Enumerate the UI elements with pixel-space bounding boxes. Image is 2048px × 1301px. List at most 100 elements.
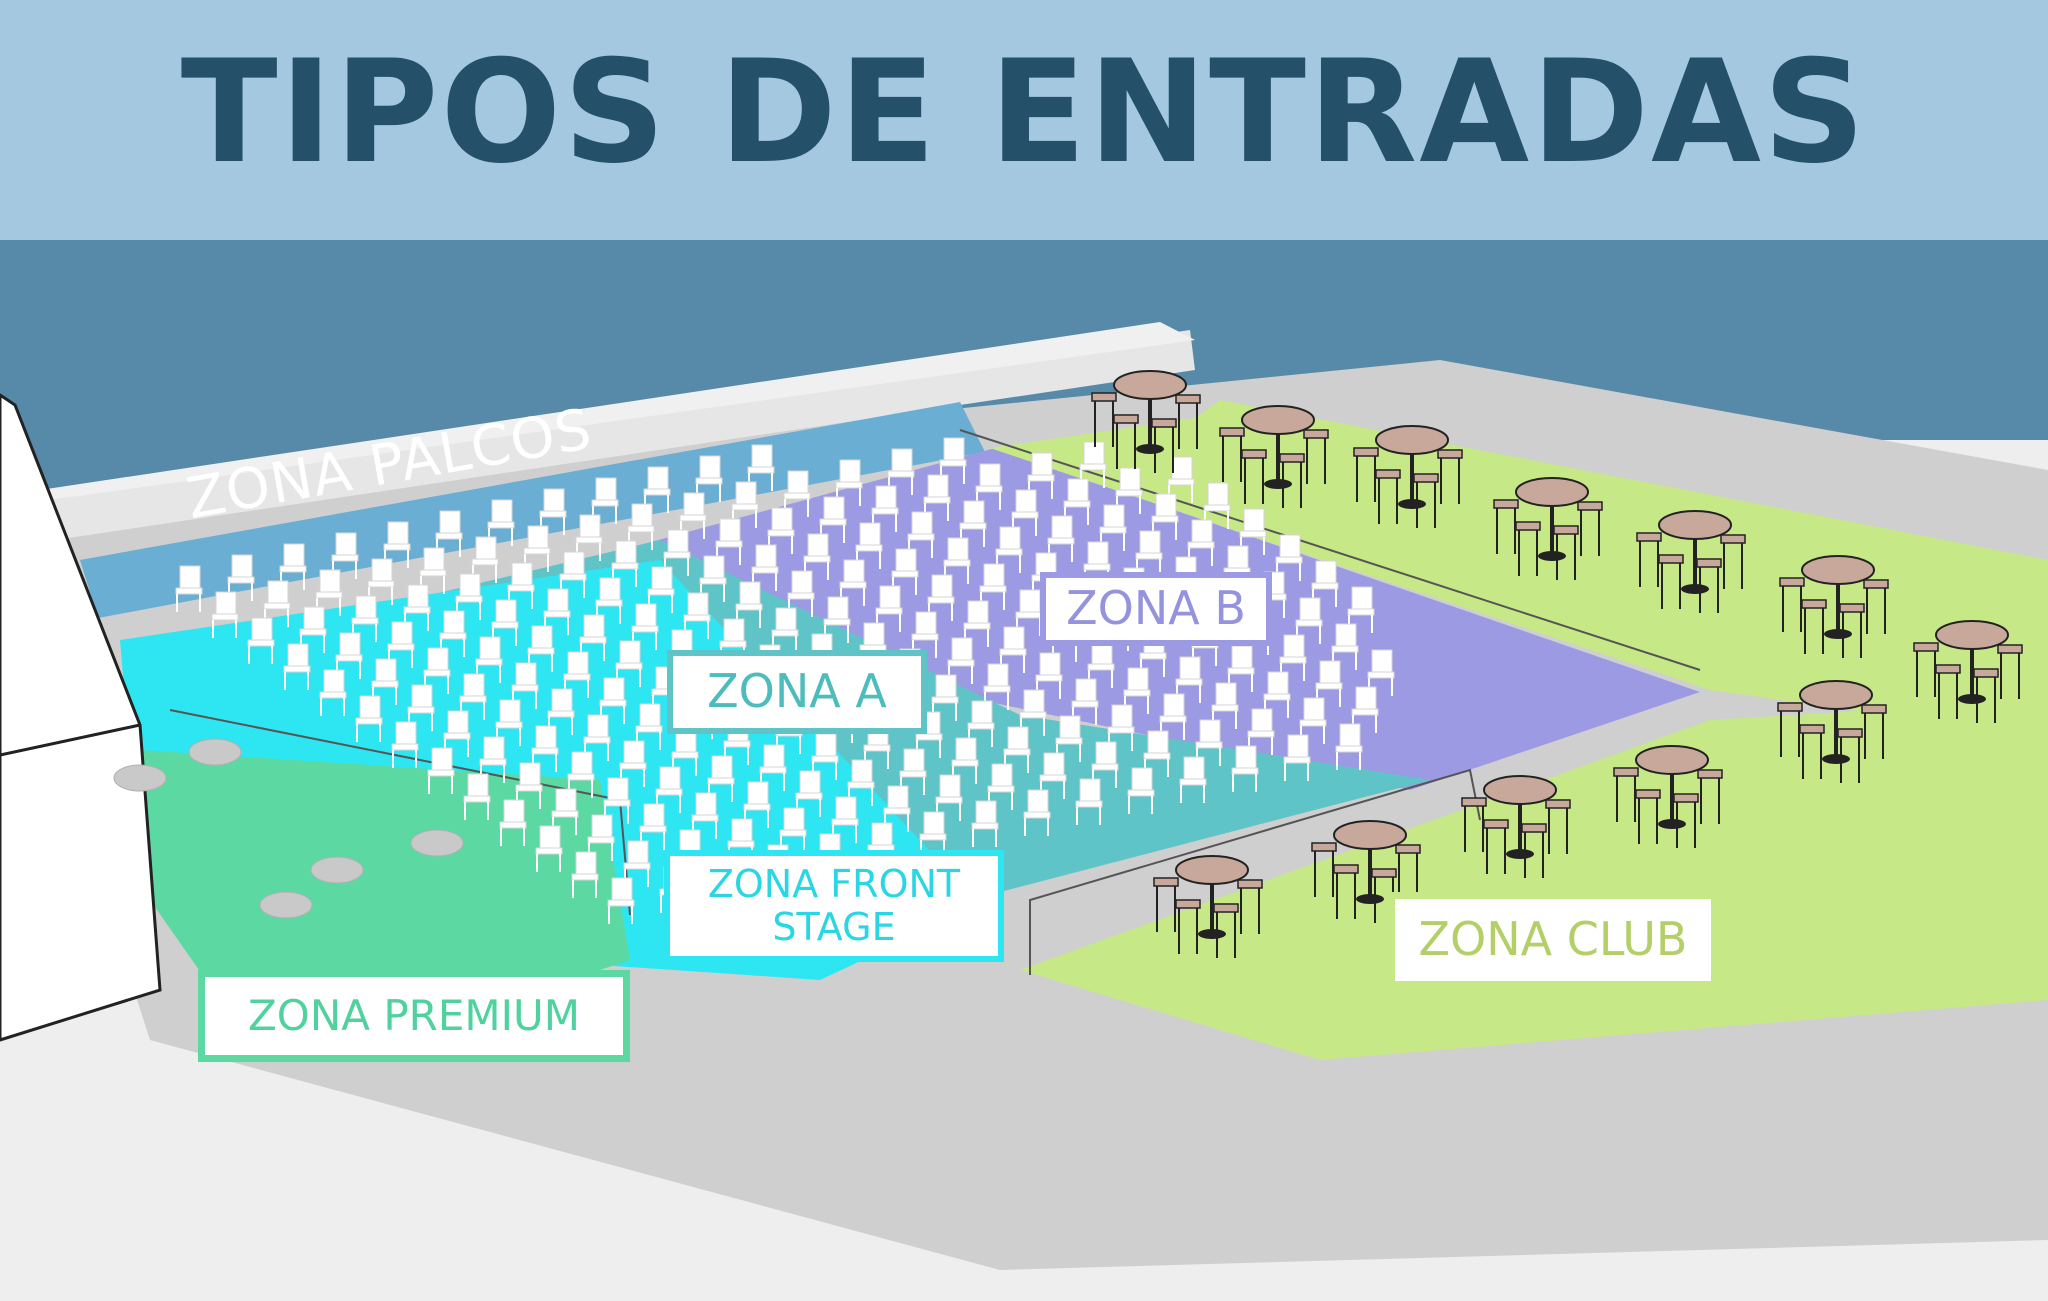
- high-table-icon: [1636, 510, 1746, 613]
- chair-icon: [419, 547, 447, 594]
- zone-premium-label[interactable]: ZONA PREMIUM: [198, 970, 630, 1062]
- chair-icon: [567, 751, 595, 798]
- chair-icon: [691, 792, 719, 839]
- chair-icon: [463, 773, 491, 820]
- bar-stool-icon: [1303, 429, 1329, 484]
- chair-icon: [1039, 752, 1067, 799]
- chair-icon: [607, 877, 635, 924]
- bar-stool-icon: [1861, 704, 1887, 759]
- chair-icon: [927, 574, 955, 621]
- chair-icon: [1035, 652, 1063, 699]
- chair-icon: [355, 695, 383, 742]
- chair-icon: [911, 611, 939, 658]
- chair-icon: [743, 781, 771, 828]
- chair-icon: [283, 643, 311, 690]
- bar-stool-icon: [1799, 724, 1825, 779]
- bar-stool-icon: [1521, 823, 1547, 878]
- chair-icon: [455, 573, 483, 620]
- chair-icon: [211, 591, 239, 638]
- bar-stool-icon: [1175, 394, 1201, 449]
- chair-icon: [619, 740, 647, 787]
- chair-icon: [535, 825, 563, 872]
- chair-icon: [1279, 634, 1307, 681]
- bar-stool-icon: [1493, 499, 1519, 554]
- chair-icon: [563, 651, 591, 698]
- chair-icon: [507, 562, 535, 609]
- zone-b-label[interactable]: ZONA B: [1040, 572, 1272, 646]
- bar-stool-icon: [1375, 469, 1401, 524]
- high-table-icon: [1913, 620, 2023, 723]
- chair-icon: [1107, 704, 1135, 751]
- chair-icon: [1023, 789, 1051, 836]
- chair-icon: [387, 621, 415, 668]
- chair-icon: [403, 584, 431, 631]
- bar-stool-icon: [1553, 525, 1579, 580]
- bar-stool-icon: [1673, 793, 1699, 848]
- bar-stool-icon: [1935, 664, 1961, 719]
- bar-stool-icon: [1241, 449, 1267, 504]
- header-banner: TIPOS DE ENTRADAS: [0, 0, 2048, 240]
- bar-stool-icon: [1311, 842, 1337, 897]
- chair-icon: [391, 721, 419, 768]
- chair-icon: [599, 677, 627, 724]
- zone-club-label[interactable]: ZONA CLUB: [1388, 892, 1718, 988]
- bar-stool-icon: [1636, 532, 1662, 587]
- high-table-icon: [1153, 855, 1263, 958]
- chair-icon: [679, 492, 707, 539]
- chair-icon: [1347, 586, 1375, 633]
- bar-stool-icon: [1279, 453, 1305, 508]
- chair-icon: [883, 785, 911, 832]
- chair-icon: [951, 737, 979, 784]
- chair-icon: [1211, 682, 1239, 729]
- bar-stool-icon: [1973, 668, 1999, 723]
- bar-stool-icon: [1515, 521, 1541, 576]
- zone-front-stage-label[interactable]: ZONA FRONT STAGE: [664, 850, 1004, 962]
- chair-icon: [931, 674, 959, 721]
- chair-icon: [839, 559, 867, 606]
- chair-icon: [899, 748, 927, 795]
- bar-stool-icon: [1545, 799, 1571, 854]
- chair-icon: [335, 632, 363, 679]
- chair-icon: [971, 800, 999, 847]
- chair-icon: [499, 799, 527, 846]
- high-table-icon: [1461, 775, 1571, 878]
- zone-a-label[interactable]: ZONA A: [667, 650, 927, 734]
- fence-club: [1029, 768, 1481, 975]
- lounge-table-icon: [310, 856, 364, 884]
- chair-icon: [1027, 452, 1055, 499]
- premium-tables: [113, 738, 464, 919]
- bar-stool-icon: [1913, 642, 1939, 697]
- chair-icon: [247, 617, 275, 664]
- stage-icon: [0, 393, 162, 1042]
- chair-icon: [1227, 645, 1255, 692]
- bar-stool-icon: [1151, 418, 1177, 473]
- lounge-table-icon: [113, 764, 167, 792]
- bar-stool-icon: [1437, 449, 1463, 504]
- bar-stool-icon: [1613, 767, 1639, 822]
- bar-stool-icon: [1091, 392, 1117, 447]
- page-title: TIPOS DE ENTRADAS: [180, 30, 1868, 195]
- bar-stool-icon: [1577, 501, 1603, 556]
- bar-stool-icon: [1658, 554, 1684, 609]
- chair-icon: [631, 603, 659, 650]
- zone-club-area-front: [1020, 700, 2048, 1060]
- bar-stool-icon: [1461, 797, 1487, 852]
- high-table-icon: [1779, 555, 1889, 658]
- club-tables: [1091, 370, 2023, 958]
- chair-icon: [427, 747, 455, 794]
- chairs: [175, 437, 1395, 924]
- chair-icon: [663, 529, 691, 576]
- chair-icon: [511, 662, 539, 709]
- chair-icon: [979, 563, 1007, 610]
- chair-icon: [683, 592, 711, 639]
- back-wall-top: [40, 322, 1195, 500]
- chair-icon: [1071, 678, 1099, 725]
- chair-icon: [875, 585, 903, 632]
- chair-icon: [423, 647, 451, 694]
- chair-icon: [751, 544, 779, 591]
- chair-icon: [615, 640, 643, 687]
- bar-stool-icon: [1395, 844, 1421, 899]
- chair-icon: [747, 444, 775, 491]
- chair-icon: [923, 474, 951, 521]
